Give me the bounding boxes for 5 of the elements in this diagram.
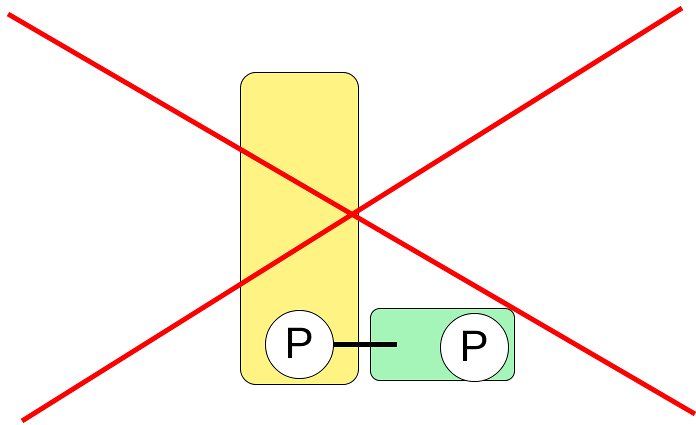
node-label: P (459, 325, 489, 369)
connector-line (334, 342, 397, 347)
rounded-panel (370, 308, 515, 381)
rounded-panel (240, 72, 359, 385)
node-label: P (284, 322, 314, 366)
